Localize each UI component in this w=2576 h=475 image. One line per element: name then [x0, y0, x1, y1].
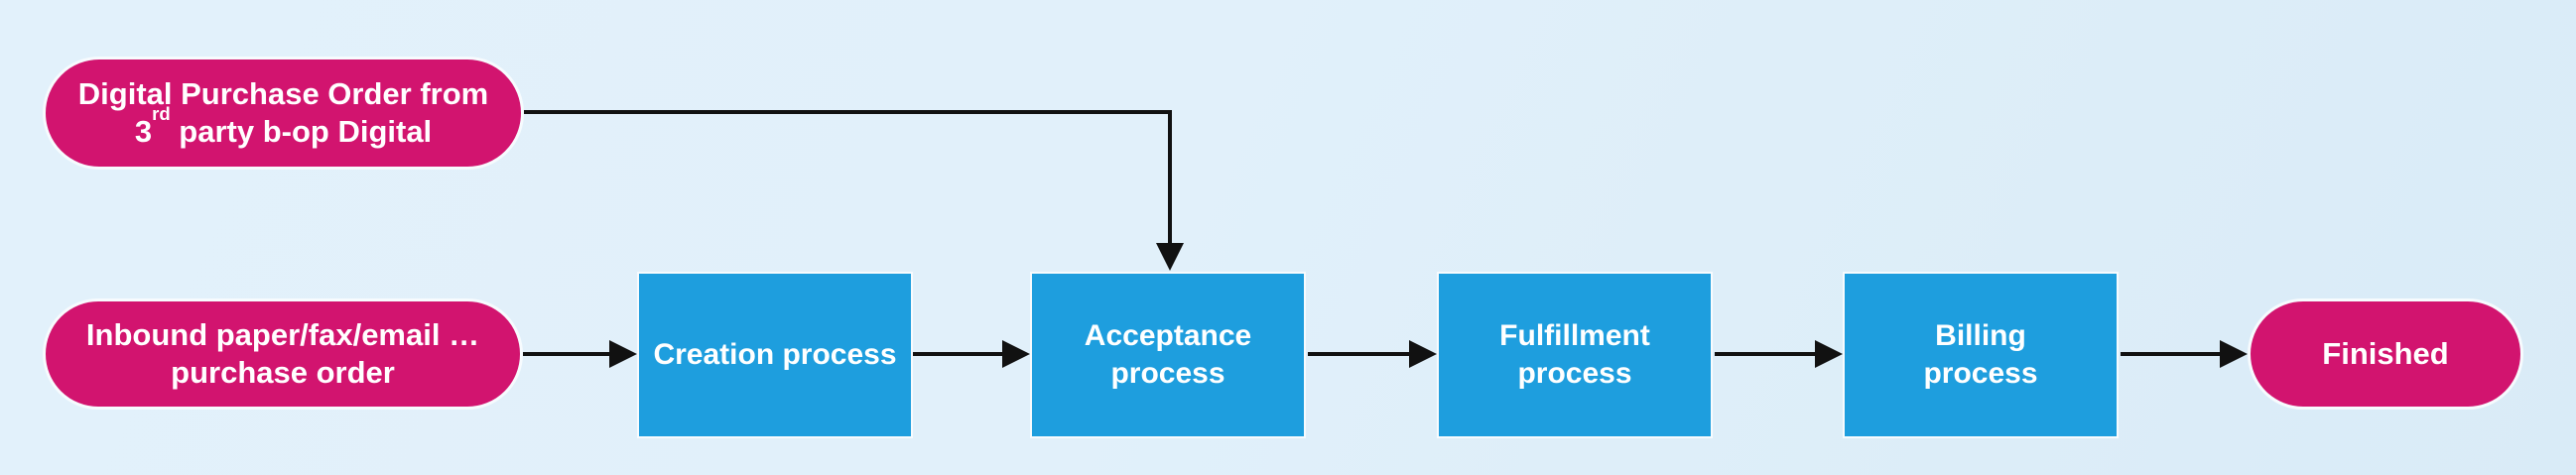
node-digital-purchase-order-line1: Digital Purchase Order from: [77, 76, 489, 111]
node-creation-process: Creation process: [637, 272, 913, 438]
node-fulfillment-process: Fulfillment process: [1437, 272, 1713, 438]
node-digital-purchase-order: Digital Purchase Order from 3rd party b-…: [43, 57, 524, 170]
connector-inbound-to-creation: [523, 352, 609, 356]
node-fulfillment-process-line2: process: [1517, 357, 1632, 390]
arrowhead-into-creation: [609, 340, 637, 368]
node-acceptance-process-line1: Acceptance: [1084, 319, 1252, 352]
ordinal-suffix: rd: [152, 103, 171, 125]
node-billing-process: Billing process: [1843, 272, 2119, 438]
arrowhead-down-into-acceptance: [1156, 243, 1184, 271]
arrowhead-into-billing: [1815, 340, 1843, 368]
connector-billing-to-finished: [2121, 352, 2220, 356]
connector-digital-to-acceptance-horizontal: [524, 110, 1172, 114]
connector-creation-to-acceptance: [913, 352, 1002, 356]
arrowhead-into-finished: [2220, 340, 2248, 368]
arrowhead-into-fulfillment: [1409, 340, 1437, 368]
node-digital-purchase-order-line2-rest: party b-op Digital: [170, 114, 433, 149]
node-digital-purchase-order-line2: 3rd party b-op Digital: [134, 105, 433, 151]
node-fulfillment-process-line1: Fulfillment: [1499, 319, 1650, 352]
connector-acceptance-to-fulfillment: [1308, 352, 1409, 356]
connector-digital-to-acceptance-vertical: [1168, 110, 1172, 243]
node-creation-process-label: Creation process: [653, 338, 897, 371]
node-inbound-purchase-order-line2: purchase order: [171, 355, 395, 390]
node-acceptance-process: Acceptance process: [1030, 272, 1306, 438]
node-billing-process-line1: Billing: [1935, 319, 2026, 352]
node-inbound-purchase-order: Inbound paper/fax/email … purchase order: [43, 298, 523, 410]
node-acceptance-process-line2: process: [1110, 357, 1225, 390]
node-finished: Finished: [2248, 298, 2523, 410]
node-finished-label: Finished: [2322, 336, 2449, 371]
connector-fulfillment-to-billing: [1715, 352, 1815, 356]
arrowhead-into-acceptance: [1002, 340, 1030, 368]
node-inbound-purchase-order-line1: Inbound paper/fax/email …: [85, 317, 480, 352]
node-billing-process-line2: process: [1923, 357, 2038, 390]
ordinal-number: 3: [134, 114, 153, 149]
